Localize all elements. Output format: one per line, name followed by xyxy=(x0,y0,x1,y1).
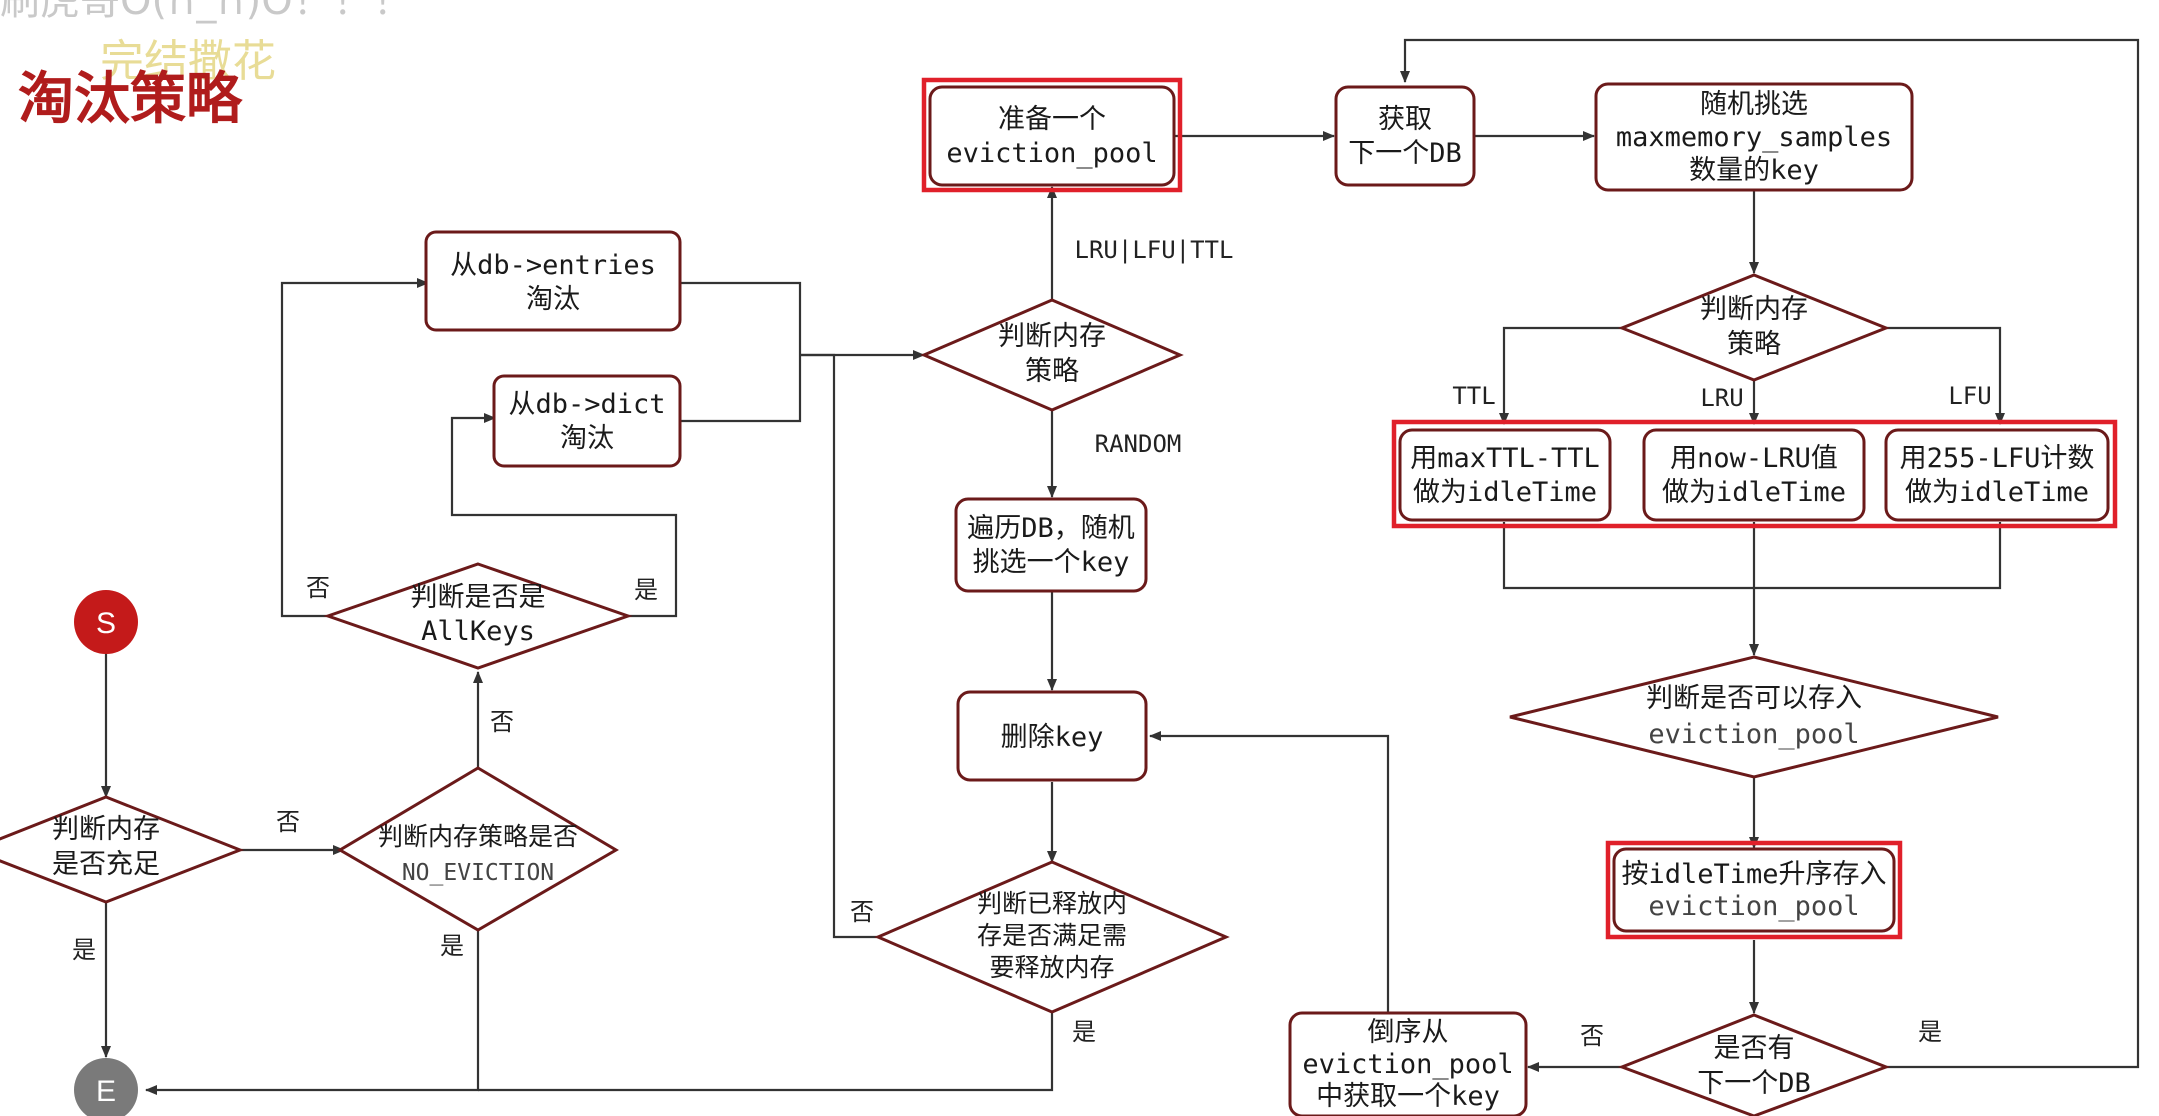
start-node: S xyxy=(74,590,138,654)
box-next-db-line1: 获取 xyxy=(1378,104,1432,135)
box-reverse-fetch-line1: 倒序从 xyxy=(1368,1017,1449,1048)
decision-check-memory-line1: 判断内存 xyxy=(52,814,160,845)
edge-label-yes: 是 xyxy=(72,936,96,964)
watermark-subtext: 完结撒花 xyxy=(100,36,276,87)
edge-label-no: 否 xyxy=(490,708,514,736)
box-store-pool-line2: eviction_pool xyxy=(1648,891,1859,922)
box-from-entries: 从db->entries 淘汰 xyxy=(424,230,682,332)
box-lru-idle-line1: 用now-LRU值 xyxy=(1670,443,1838,474)
edge-label-ttl: TTL xyxy=(1452,382,1495,410)
decision-has-next-db-line1: 是否有 xyxy=(1714,1033,1795,1064)
box-lru-idle: 用now-LRU值 做为idleTime xyxy=(1642,428,1866,522)
edge-label-lru-lfu-ttl: LRU|LFU|TTL xyxy=(1075,236,1234,264)
decision-allkeys-line1: 判断是否是 xyxy=(411,582,546,613)
box-sample-keys-line2: maxmemory_samples xyxy=(1616,122,1892,153)
page-title: 淘汰策略 xyxy=(18,67,243,132)
box-next-db: 获取 下一个DB xyxy=(1334,85,1476,187)
box-store-pool-line1: 按idleTime升序存入 xyxy=(1621,859,1886,890)
box-delete-key-label: 删除key xyxy=(1001,722,1104,753)
decision-no-eviction-line2: NO_EVICTION xyxy=(402,860,554,886)
decision-memory-policy-line2: 策略 xyxy=(1025,356,1079,387)
box-store-pool: 按idleTime升序存入 eviction_pool xyxy=(1605,840,1903,940)
box-reverse-fetch: 倒序从 eviction_pool 中获取一个key xyxy=(1288,1011,1528,1116)
edge-label-no: 否 xyxy=(1580,1022,1604,1050)
box-ttl-idle-line2: 做为idleTime xyxy=(1413,477,1597,508)
box-random-pick: 遍历DB，随机 挑选一个key xyxy=(954,497,1148,593)
decision-memory-policy-2: 判断内存 策略 xyxy=(1617,273,1891,382)
edge-label-no: 否 xyxy=(306,574,330,602)
decision-no-eviction: 判断内存策略是否 NO_EVICTION xyxy=(337,766,619,932)
end-node: E xyxy=(74,1058,138,1116)
watermark-text: 刷虎哥O(∩_∩)O！！！ xyxy=(0,0,413,24)
box-lru-idle-line2: 做为idleTime xyxy=(1662,477,1846,508)
box-from-dict-line2: 淘汰 xyxy=(560,423,614,454)
box-lfu-idle-line2: 做为idleTime xyxy=(1905,477,2089,508)
box-reverse-fetch-line2: eviction_pool xyxy=(1302,1049,1513,1080)
box-from-dict: 从db->dict 淘汰 xyxy=(492,374,682,468)
decision-released-line1: 判断已释放内 xyxy=(977,889,1127,918)
edge-labels: 否 是 否 是 否 是 LRU|LFU|TTL RANDOM 否 是 TTL L… xyxy=(72,236,1992,1050)
decision-no-eviction-line1: 判断内存策略是否 xyxy=(378,822,578,851)
edge-label-no: 否 xyxy=(850,898,874,926)
edge-label-no: 否 xyxy=(276,808,300,836)
box-delete-key: 删除key xyxy=(956,690,1148,782)
decision-has-next-db-line2: 下一个DB xyxy=(1697,1068,1811,1099)
start-label: S xyxy=(96,607,116,640)
decision-released-line3: 要释放内存 xyxy=(989,953,1114,982)
decision-can-store-pool-line1: 判断是否可以存入 xyxy=(1646,683,1862,714)
box-prepare-pool-line1: 准备一个 xyxy=(998,104,1106,135)
decision-memory-policy-2-line1: 判断内存 xyxy=(1700,294,1808,325)
decision-memory-policy-line1: 判断内存 xyxy=(998,321,1106,352)
decision-memory-policy: 判断内存 策略 xyxy=(920,298,1184,412)
edges xyxy=(101,38,2140,1095)
decision-can-store-pool: 判断是否可以存入 eviction_pool xyxy=(1509,655,1999,779)
box-random-pick-line2: 挑选一个key xyxy=(973,547,1130,578)
decision-allkeys-line2: AllKeys xyxy=(421,616,535,647)
box-ttl-idle-line1: 用maxTTL-TTL xyxy=(1410,443,1600,474)
box-lfu-idle: 用255-LFU计数 做为idleTime xyxy=(1884,428,2110,522)
edge-label-yes: 是 xyxy=(1918,1018,1942,1046)
box-sample-keys-line1: 随机挑选 xyxy=(1700,89,1808,120)
decision-check-memory-line2: 是否充足 xyxy=(52,849,160,880)
box-prepare-pool-line2: eviction_pool xyxy=(946,138,1157,169)
decision-check-memory: 判断内存 是否充足 xyxy=(0,795,245,904)
end-label: E xyxy=(96,1075,116,1108)
box-lfu-idle-line1: 用255-LFU计数 xyxy=(1900,443,2095,474)
box-next-db-line2: 下一个DB xyxy=(1348,138,1462,169)
edge-label-yes: 是 xyxy=(1072,1018,1096,1046)
idle-time-highlight xyxy=(1391,419,2118,529)
decision-has-next-db: 是否有 下一个DB xyxy=(1617,1013,1891,1116)
box-from-dict-line1: 从db->dict xyxy=(508,389,665,420)
decision-released-line2: 存是否满足需 xyxy=(977,921,1127,950)
box-reverse-fetch-line3: 中获取一个key xyxy=(1316,1081,1500,1112)
box-prepare-pool: 准备一个 eviction_pool xyxy=(921,77,1183,193)
edge-label-lru: LRU xyxy=(1700,384,1743,412)
box-from-entries-line2: 淘汰 xyxy=(526,284,580,315)
decision-can-store-pool-line2: eviction_pool xyxy=(1648,719,1859,750)
decision-released-enough: 判断已释放内 存是否满足需 要释放内存 xyxy=(874,860,1230,1014)
decision-memory-policy-2-line2: 策略 xyxy=(1727,329,1781,360)
box-ttl-idle: 用maxTTL-TTL 做为idleTime xyxy=(1398,428,1612,522)
edge-label-random: RANDOM xyxy=(1095,430,1182,458)
edge-label-yes: 是 xyxy=(634,576,658,604)
box-sample-keys: 随机挑选 maxmemory_samples 数量的key xyxy=(1594,82,1914,192)
edge-label-lfu: LFU xyxy=(1948,382,1991,410)
edge-label-yes: 是 xyxy=(440,932,464,960)
box-random-pick-line1: 遍历DB，随机 xyxy=(967,513,1135,544)
box-sample-keys-line3: 数量的key xyxy=(1689,155,1819,186)
box-from-entries-line1: 从db->entries xyxy=(450,250,656,281)
decision-allkeys: 判断是否是 AllKeys xyxy=(323,562,633,670)
